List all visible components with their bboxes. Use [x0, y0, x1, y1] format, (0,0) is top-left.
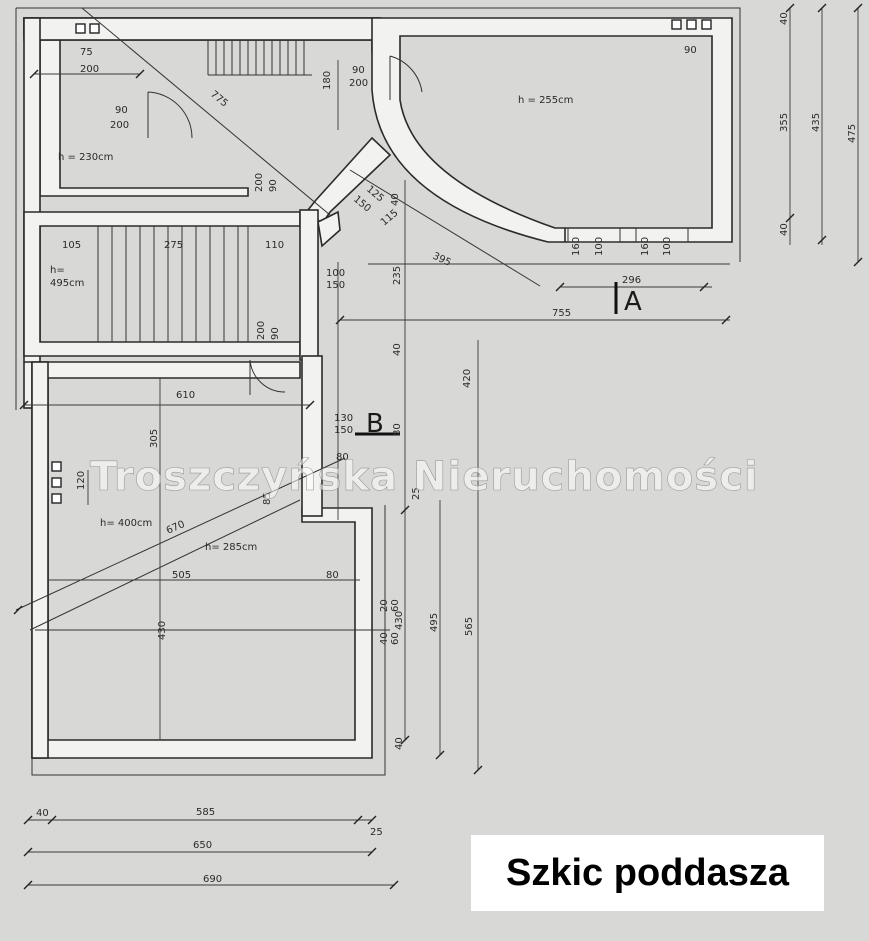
plan-title: Szkic poddasza [506, 851, 789, 894]
outer-frame-top [16, 7, 741, 262]
dim-585: 585 [196, 807, 215, 818]
diagonal-395 [349, 169, 541, 287]
dim-495: 495 [429, 613, 440, 632]
dim-20: 20 [379, 599, 390, 612]
dim-505: 505 [172, 570, 191, 581]
dim-200-top: 200 [80, 64, 99, 75]
dim-90-tr-door: 90 [352, 65, 365, 76]
dim-90-f: 90 [270, 327, 281, 340]
dim-40-diag: 40 [390, 193, 401, 206]
chimney-left [51, 461, 62, 504]
stair-treads-top [207, 40, 312, 76]
dim-130: 130 [334, 413, 353, 424]
door-top-right [389, 55, 423, 100]
dim-475: 475 [847, 124, 858, 143]
door-bottom-room [249, 359, 286, 395]
dim-355: 355 [779, 113, 790, 132]
dim-430-a: 430 [157, 621, 168, 640]
dim-105: 105 [62, 240, 81, 251]
dim-80-c: 80 [326, 570, 339, 581]
dim-40-b: 40 [392, 343, 403, 356]
dim-60-b: 60 [390, 632, 401, 645]
dim-40-c: 40 [379, 632, 390, 645]
dim-430-b: 430 [394, 611, 405, 630]
dim-200-d: 200 [254, 173, 265, 192]
label-stair-height: h=495cm [50, 265, 84, 289]
dim-80-a: 80 [336, 452, 349, 463]
chimney-top-right [671, 19, 712, 30]
dim-305: 305 [149, 429, 160, 448]
watermark-text: Troszczyńska Nieruchomości [90, 454, 759, 500]
window-recesses [567, 227, 689, 243]
dim-25-bottom: 25 [370, 827, 383, 838]
label-big-room-height1: h= 400cm [100, 518, 152, 529]
dim-160-a: 160 [571, 237, 582, 256]
wall-right-room [371, 17, 733, 243]
wall-bottom-room [24, 361, 373, 759]
dim-180: 180 [322, 71, 333, 90]
dim-90-top-right: 90 [684, 45, 697, 56]
label-top-left-height: h = 230cm [58, 152, 113, 163]
dim-160-b: 160 [640, 237, 651, 256]
dim-75: 75 [80, 47, 93, 58]
section-mark-b: B [366, 409, 384, 439]
dim-150-mid: 150 [326, 280, 345, 291]
dim-40-right1: 40 [779, 12, 790, 25]
dim-90-door: 90 [115, 105, 128, 116]
diagonal-775 [81, 7, 331, 216]
wall-stair-right [299, 209, 319, 361]
dim-100: 100 [326, 268, 345, 279]
label-big-room-height2: h= 285cm [205, 542, 257, 553]
dim-100-c: 100 [662, 237, 673, 256]
dim-90-e: 90 [268, 179, 279, 192]
dim-110: 110 [265, 240, 284, 251]
dim-120: 120 [76, 471, 87, 490]
dim-296: 296 [622, 275, 641, 286]
dim-200-tr-door: 200 [349, 78, 368, 89]
dim-610: 610 [176, 390, 195, 401]
dim-235: 235 [392, 266, 403, 285]
wall-corridor-joint [317, 210, 341, 248]
dim-60-a: 60 [390, 599, 401, 612]
dimension-labels: 75 200 90 200 90 200 90 105 275 110 100 … [36, 12, 858, 885]
dim-565: 565 [464, 617, 475, 636]
dim-435: 435 [811, 113, 822, 132]
dim-25: 25 [411, 487, 422, 500]
dim-85: 85 [262, 492, 273, 505]
dimension-ticks [13, 3, 863, 890]
stair-treads-middle [97, 226, 249, 342]
dim-420: 420 [462, 369, 473, 388]
dim-650: 650 [193, 840, 212, 851]
dim-200-door: 200 [110, 120, 129, 131]
door-top-left [147, 91, 193, 139]
chimney-top-left [75, 23, 100, 34]
diagonal-670 [15, 457, 346, 611]
dim-40-right2: 40 [779, 223, 790, 236]
dimension-lines [24, 8, 859, 886]
dim-150-b: 150 [334, 425, 353, 436]
section-mark-a: A [624, 287, 642, 317]
dim-100-b: 100 [594, 237, 605, 256]
dim-690: 690 [203, 874, 222, 885]
diagonal-lower [29, 499, 301, 631]
dim-755: 755 [552, 308, 571, 319]
dim-40-bottom: 40 [36, 808, 49, 819]
wall-bottom-left [31, 361, 49, 759]
label-top-right-height: h = 255cm [518, 95, 573, 106]
dim-275: 275 [164, 240, 183, 251]
title-box: Szkic poddasza [471, 835, 824, 911]
dim-40-d: 40 [394, 737, 405, 750]
dim-80-b: 80 [392, 423, 403, 436]
dim-200-e: 200 [256, 321, 267, 340]
